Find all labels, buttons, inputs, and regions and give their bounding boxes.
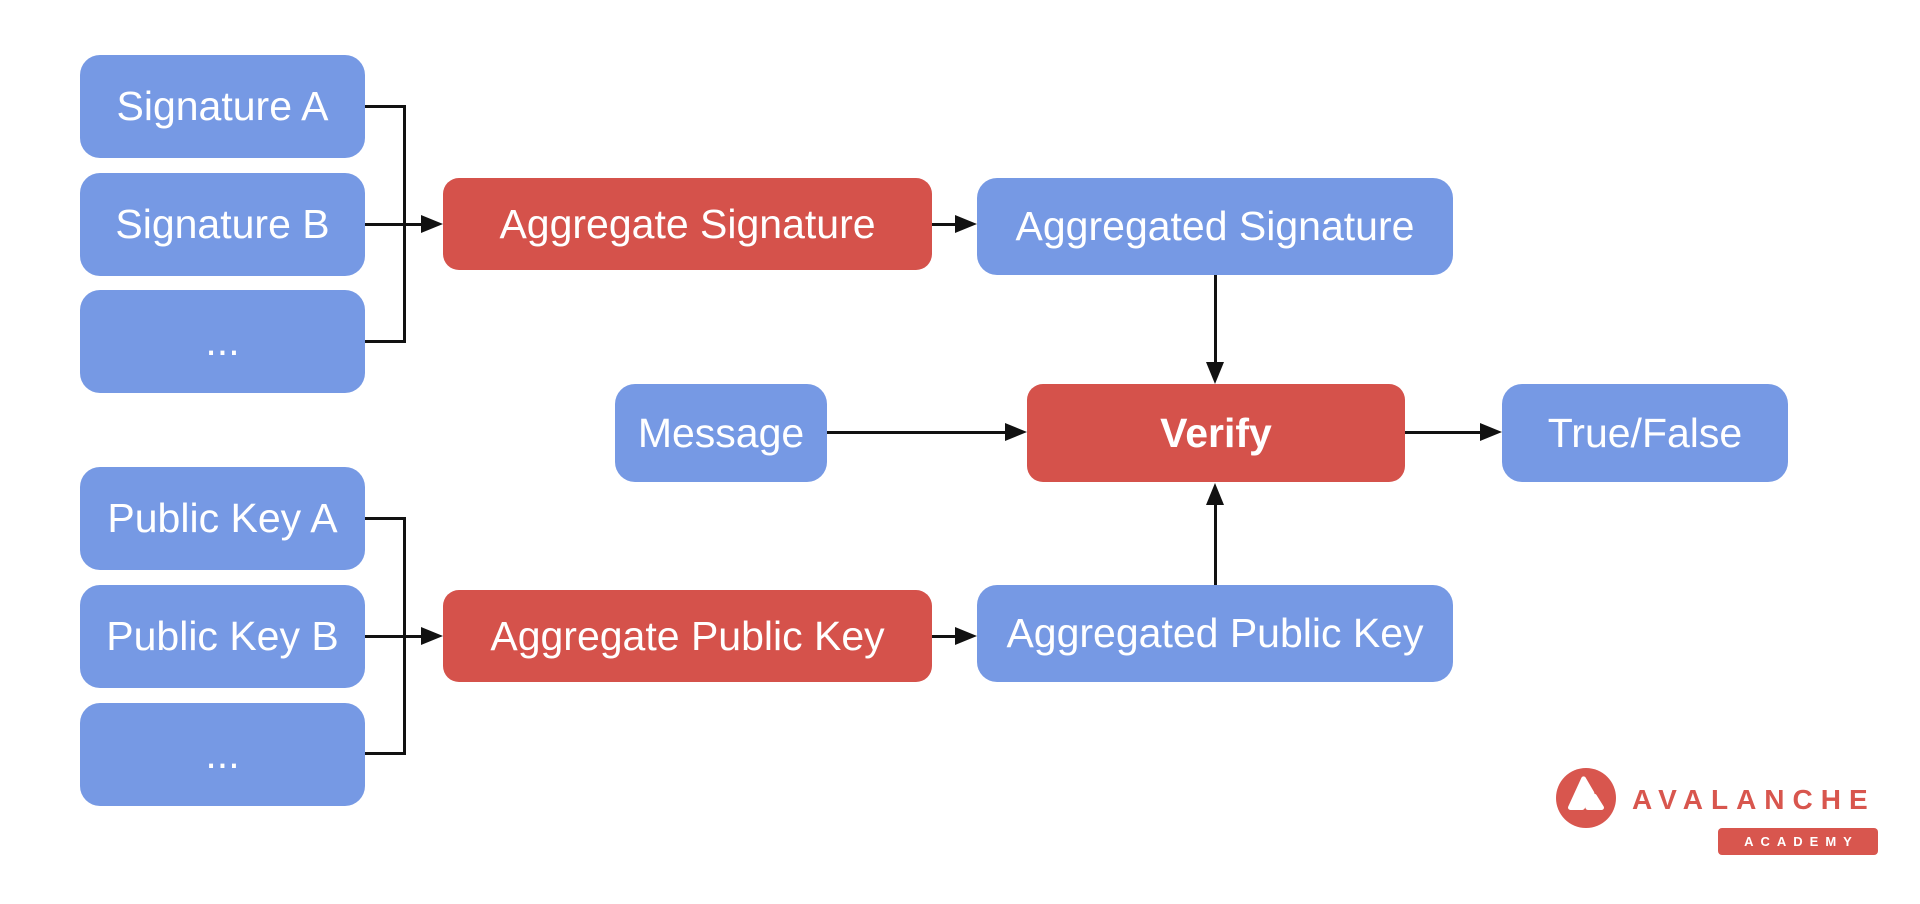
node-public-key-b: Public Key B — [80, 585, 365, 688]
academy-badge-label: ACADEMY — [1744, 834, 1859, 849]
node-public-key-a: Public Key A — [80, 467, 365, 570]
arrowhead-aggregate-public-key — [955, 627, 977, 645]
node-verify: Verify — [1027, 384, 1405, 482]
connector-aggregate-signature — [932, 223, 955, 226]
arrowhead-message-to-verify — [1005, 423, 1027, 441]
arrowhead-signatures-to-aggregate — [421, 215, 443, 233]
node-signature-b: Signature B — [80, 173, 365, 276]
node-verify-label: Verify — [1160, 409, 1272, 456]
node-signature-a-label: Signature A — [116, 83, 329, 129]
node-signature-ellipsis: ... — [80, 290, 365, 393]
connector-public-key-a-stub — [365, 517, 406, 520]
connector-message-to-verify — [827, 431, 1005, 434]
node-public-key-b-label: Public Key B — [106, 613, 339, 659]
arrowhead-verify-to-result — [1480, 423, 1502, 441]
node-aggregated-signature: Aggregated Signature — [977, 178, 1453, 275]
node-public-key-ellipsis: ... — [80, 703, 365, 806]
connector-signature-bracket — [403, 105, 406, 343]
node-aggregated-public-key-label: Aggregated Public Key — [1006, 610, 1424, 656]
node-signature-a: Signature A — [80, 55, 365, 158]
connector-public-key-bracket — [403, 517, 406, 755]
node-signature-ellipsis-label: ... — [205, 318, 240, 364]
connector-aggregated-signature-to-verify — [1214, 275, 1217, 363]
connector-public-key-b-stub — [365, 635, 421, 638]
connector-signature-a-stub — [365, 105, 406, 108]
connector-aggregate-public-key — [932, 635, 955, 638]
connector-aggregated-public-key-to-verify — [1214, 505, 1217, 585]
avalanche-academy-logo: AVALANCHE ACADEMY — [1556, 766, 1882, 858]
arrowhead-aggregate-signature — [955, 215, 977, 233]
node-aggregate-signature: Aggregate Signature — [443, 178, 932, 270]
arrowhead-down-to-verify — [1206, 362, 1224, 384]
avalanche-icon — [1556, 768, 1616, 828]
node-public-key-ellipsis-label: ... — [205, 731, 240, 777]
connector-signature-ellipsis-stub — [365, 340, 406, 343]
node-aggregated-public-key: Aggregated Public Key — [977, 585, 1453, 682]
arrowhead-public-keys-to-aggregate — [421, 627, 443, 645]
node-true-false: True/False — [1502, 384, 1788, 482]
node-aggregate-public-key-label: Aggregate Public Key — [490, 612, 885, 659]
node-message: Message — [615, 384, 827, 482]
node-aggregate-public-key: Aggregate Public Key — [443, 590, 932, 682]
connector-signature-b-stub — [365, 223, 421, 226]
arrowhead-up-to-verify — [1206, 483, 1224, 505]
node-aggregate-signature-label: Aggregate Signature — [499, 200, 876, 247]
academy-badge: ACADEMY — [1718, 828, 1878, 855]
node-signature-b-label: Signature B — [115, 201, 330, 247]
node-message-label: Message — [637, 409, 805, 456]
connector-public-key-ellipsis-stub — [365, 752, 406, 755]
node-public-key-a-label: Public Key A — [107, 495, 338, 541]
avalanche-wordmark: AVALANCHE — [1632, 784, 1876, 815]
node-true-false-label: True/False — [1547, 409, 1743, 456]
connector-verify-to-result — [1405, 431, 1480, 434]
node-aggregated-signature-label: Aggregated Signature — [1015, 203, 1415, 249]
